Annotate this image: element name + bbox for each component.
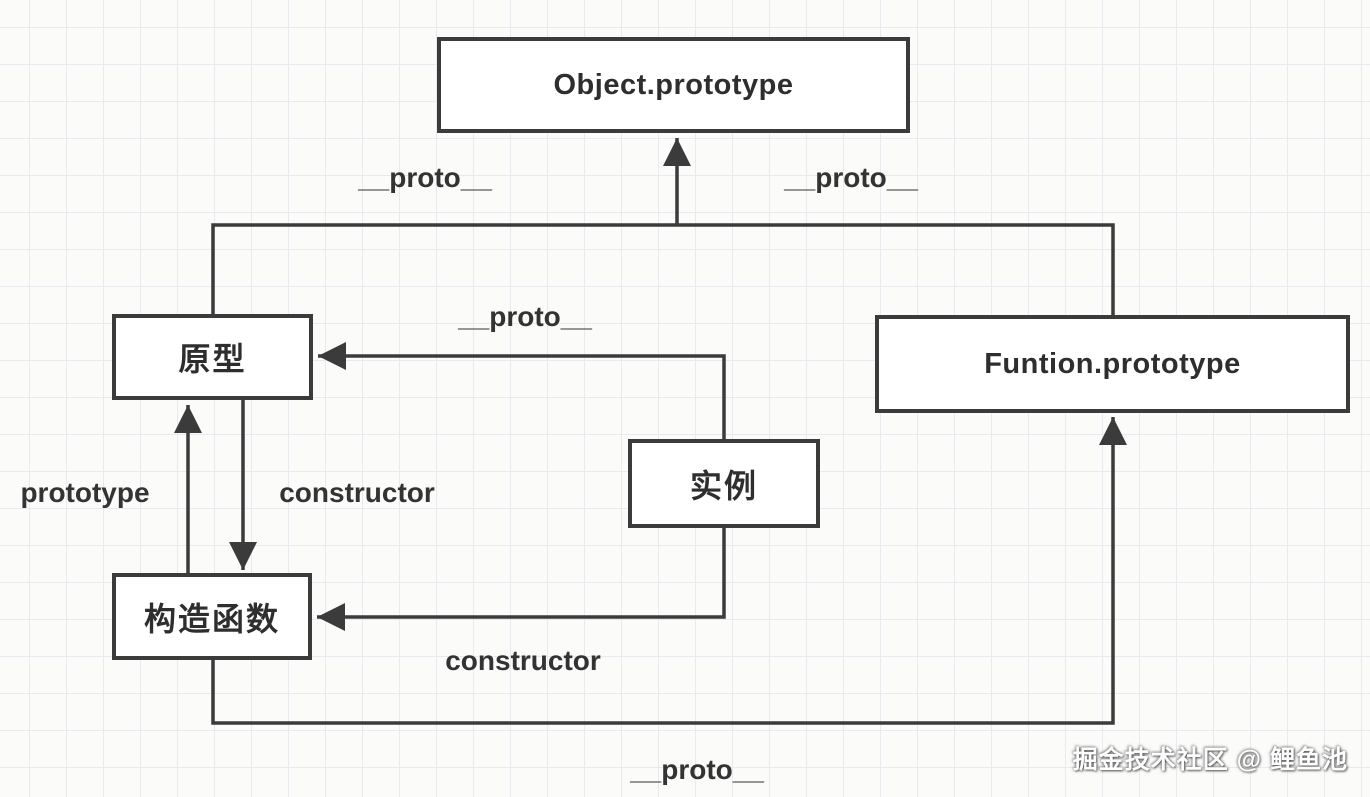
node-instance: 实例 [628,439,820,528]
node-constructor-function: 构造函数 [112,573,312,660]
edge-label-proto-top-right: __proto__ [784,162,918,194]
edge-label-proto-middle: __proto__ [458,301,592,333]
edge-instance-constructor-to-constructor [317,528,726,631]
edge-top-rail [211,223,1115,315]
edge-label-proto-bottom: __proto__ [630,754,764,786]
edge-label-proto-top-left: __proto__ [358,162,492,194]
edge-label-constructor-bottom: constructor [445,645,601,677]
edge-constructor-proto-to-funtion-prototype [211,417,1127,725]
watermark: 掘金技术社区 @ 鲤鱼池 [1072,746,1348,774]
edge-label-constructor-middle: constructor [279,477,435,509]
node-prototype: 原型 [112,314,313,400]
edge-instance-proto-to-prototype [318,342,726,439]
node-funtion-prototype: Funtion.prototype [875,315,1350,413]
edge-label-prototype: prototype [20,477,150,509]
node-object-prototype: Object.prototype [437,37,910,133]
